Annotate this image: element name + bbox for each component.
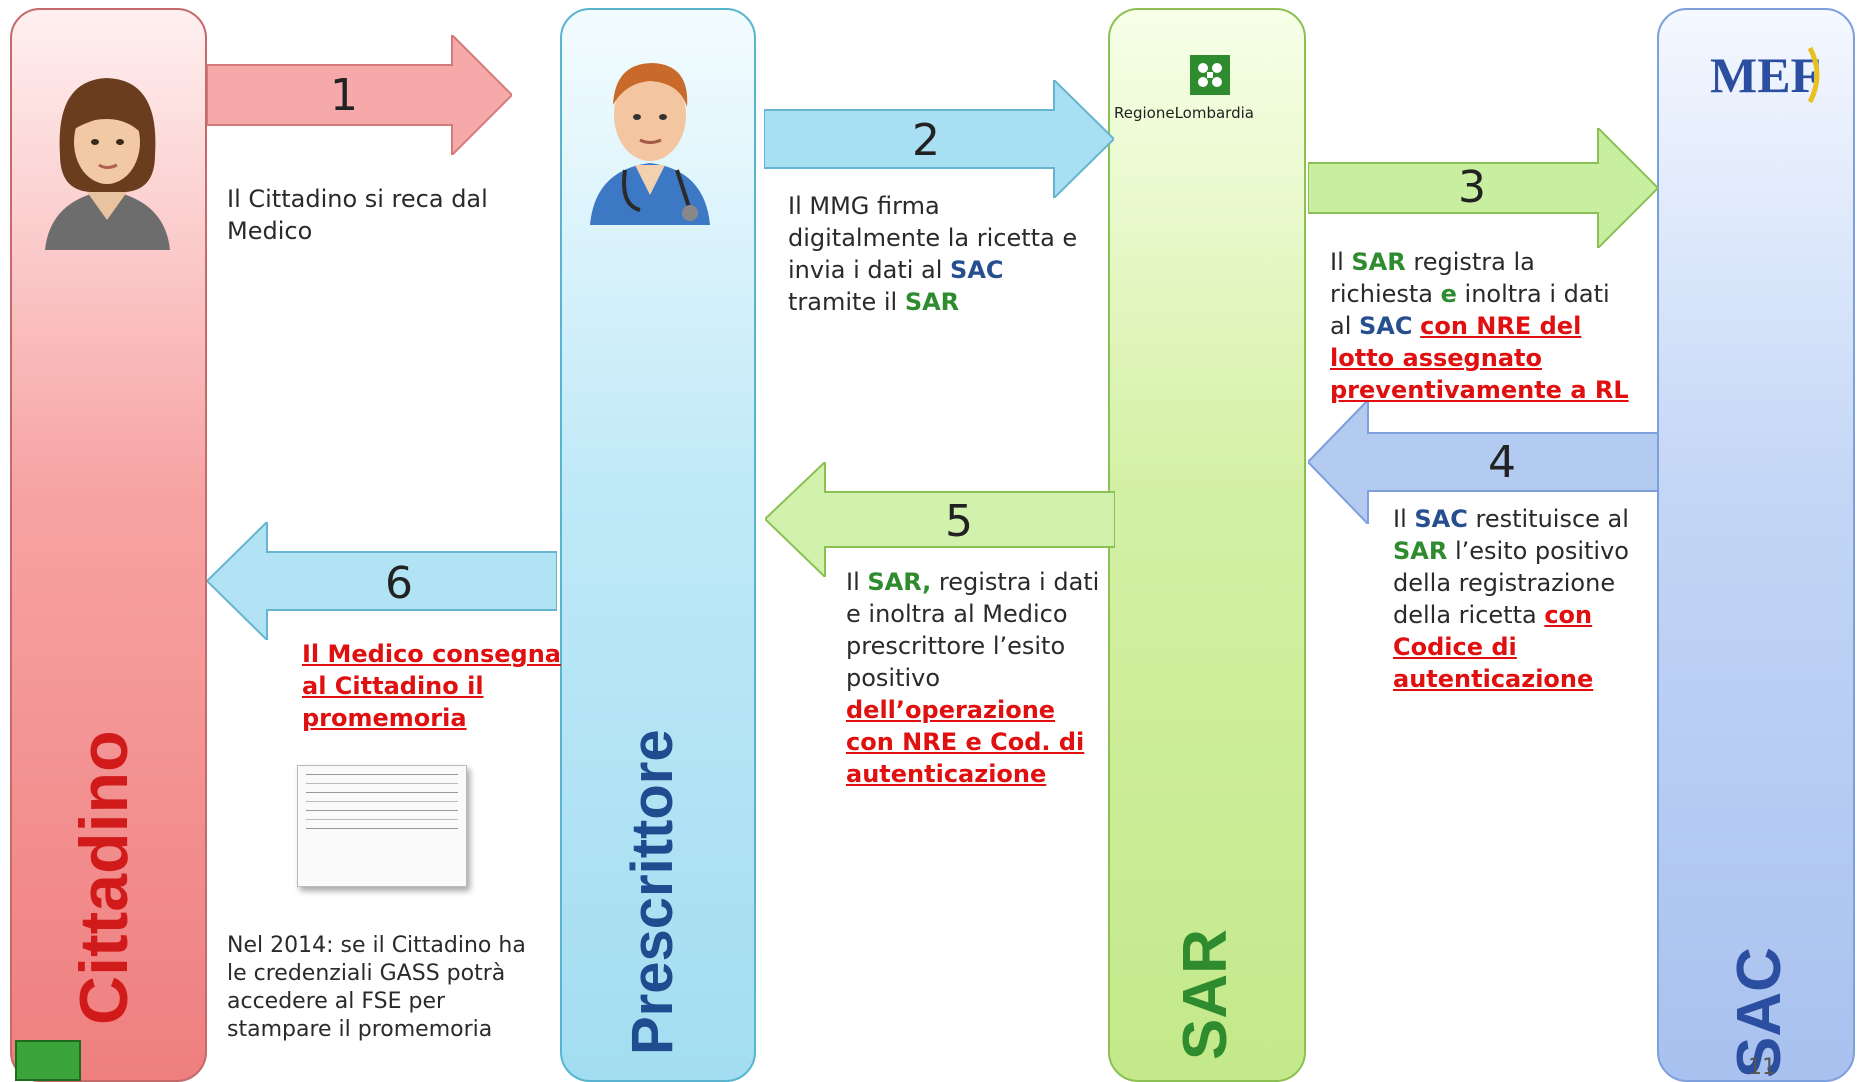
lane-sac: SAC <box>1657 8 1855 1082</box>
step-3-sac: SAC <box>1359 312 1413 340</box>
step-4-text: Il SAC restituisce al SAR l’esito positi… <box>1393 503 1653 695</box>
step-4-text-part: Il <box>1393 505 1415 533</box>
step-4-text-part: l’esito positivo della registrazione del… <box>1393 537 1629 629</box>
lane-sar: SAR <box>1108 8 1306 1082</box>
step-2-number: 2 <box>912 115 940 166</box>
note-text: Nel 2014: se il Cittadino ha le credenzi… <box>227 933 526 1042</box>
step-5-highlight: dell’operazione con NRE e Cod. di autent… <box>846 696 1085 788</box>
step-3-text-part: Il <box>1330 248 1352 276</box>
arrow-step-3 <box>1308 128 1658 248</box>
step-6-number: 6 <box>385 558 413 609</box>
arrow-step-5 <box>765 462 1115 577</box>
step-5-text: Il SAR, registra i dati e inoltra al Med… <box>846 566 1101 790</box>
promemoria-thumbnail <box>297 765 467 887</box>
svg-text:MEF: MEF <box>1710 47 1820 103</box>
step-3-text-part: registra la richiesta <box>1330 248 1535 308</box>
step-5-number: 5 <box>945 496 973 547</box>
step-4-number: 4 <box>1488 437 1516 488</box>
step-3-text-part <box>1413 312 1421 340</box>
step-3-sar: SAR <box>1351 248 1406 276</box>
step-2-text-part: tramite il <box>788 288 905 316</box>
arrow-step-2 <box>764 80 1114 198</box>
step-5-text-part: Il <box>846 568 868 596</box>
step-3-text: Il SAR registra la richiesta e inoltra i… <box>1330 246 1635 406</box>
step-1-text: Il Cittadino si reca dal Medico <box>227 185 488 245</box>
mef-logo: MEF <box>1700 40 1821 110</box>
step-5-text-part: registra i dati e inoltra al Medico pres… <box>846 568 1100 692</box>
step-2-sar: SAR <box>904 288 960 316</box>
citizen-icon <box>25 60 190 250</box>
step-4-sac: SAC <box>1414 505 1468 533</box>
step-4-highlight: con Codice di autenticazione <box>1393 601 1594 693</box>
step-3-highlight: con NRE del lotto assegnato preventivame… <box>1330 312 1629 404</box>
lane-cittadino-label: Cittadino <box>66 730 142 1025</box>
lane-prescrittore-label: Prescrittore <box>620 729 685 1055</box>
step-1-number: 1 <box>330 70 358 121</box>
step-2-text-part: Il MMG firma digitalmente la ricetta e i… <box>788 192 1078 284</box>
step-4-sar: SAR <box>1393 537 1448 565</box>
arrow-step-1 <box>207 35 512 155</box>
step-2-sac: SAC <box>950 256 1004 284</box>
lane-sar-label: SAR <box>1171 929 1240 1060</box>
page-number: 11 <box>1748 1055 1776 1080</box>
regione-lombardia-logo <box>1190 55 1230 95</box>
regione-lombardia-label: RegioneLombardia <box>1114 104 1254 122</box>
step-6-text: Il Medico consegna al Cittadino il prome… <box>302 638 572 734</box>
footer-logo <box>15 1040 81 1081</box>
step-2-text: Il MMG firma digitalmente la ricetta e i… <box>788 190 1078 318</box>
arrow-step-4 <box>1308 400 1658 524</box>
step-3-number: 3 <box>1458 162 1486 213</box>
step-6-highlight: Il Medico consegna al Cittadino il prome… <box>302 640 561 732</box>
doctor-icon <box>585 45 715 225</box>
arrow-step-6 <box>207 522 557 640</box>
step-3-e: e <box>1440 280 1457 308</box>
step-4-text-part: restituisce al <box>1467 505 1629 533</box>
step-3-text-part: inoltra i dati al <box>1330 280 1610 340</box>
step-5-sar: SAR, <box>867 568 932 596</box>
